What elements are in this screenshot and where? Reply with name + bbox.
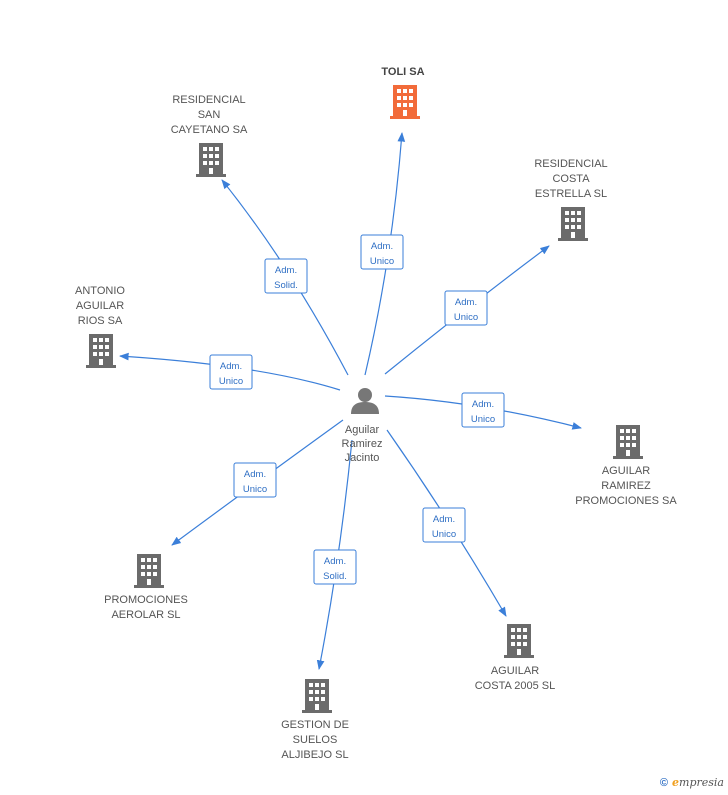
company-node-aguilar-costa-2005-sl[interactable]: AGUILAR COSTA 2005 SL [475,624,556,692]
building-icon [613,425,643,459]
company-name-line: SUELOS [293,734,338,746]
building-icon [134,554,164,588]
company-name-line: ALJIBEJO SL [281,749,348,761]
company-node-antonio-aguilar-rios-sa[interactable]: ANTONIO AGUILAR RIOS SA [75,285,125,368]
building-icon [86,334,116,368]
role-line-2: Solid. [274,280,298,291]
role-badge-residencial-costa-estrella-sl[interactable]: Adm. Unico [444,290,488,326]
role-line-1: Adm. [433,514,455,525]
role-line-2: Unico [432,529,456,540]
company-name-line: SAN [198,109,221,121]
company-node-gestion-de-suelos-aljibejo-sl[interactable]: GESTION DE SUELOS ALJIBEJO SL [281,679,349,761]
brand-name: mpresia [679,776,724,789]
company-node-toli-sa[interactable]: TOLI SA [381,66,425,119]
role-badge-frame [209,354,253,390]
company-name-line: AGUILAR [491,665,539,677]
role-badge-antonio-aguilar-rios-sa[interactable]: Adm. Unico [209,354,253,390]
role-badge-frame [444,290,488,326]
person-icon [351,388,379,414]
company-name-line: ESTRELLA SL [535,188,607,200]
role-line-1: Adm. [472,399,494,410]
role-line-2: Solid. [323,571,347,582]
building-icon [302,679,332,713]
role-badge-frame [264,258,308,294]
empresia-watermark: ©empresia [660,776,724,789]
role-line-1: Adm. [371,241,393,252]
company-name-line: CAYETANO SA [171,124,248,136]
company-name-line: GESTION DE [281,719,349,731]
center-name-line-1: Aguilar [345,424,380,436]
company-name-line: RAMIREZ [601,480,651,492]
role-line-2: Unico [454,312,478,323]
role-badge-promociones-aerolar-sl[interactable]: Adm. Unico [233,462,277,498]
company-name-line: COSTA 2005 SL [475,680,556,692]
role-badge-aguilar-costa-2005-sl[interactable]: Adm. Unico [422,507,466,543]
role-line-2: Unico [370,256,394,267]
role-line-1: Adm. [275,265,297,276]
role-badge-frame [422,507,466,543]
role-line-1: Adm. [220,361,242,372]
role-line-1: Adm. [244,469,266,480]
role-badge-frame [233,462,277,498]
role-badge-residencial-san-cayetano-sa[interactable]: Adm. Solid. [264,258,308,294]
center-person-node[interactable]: Aguilar Ramirez Jacinto [342,388,383,464]
building-icon [504,624,534,658]
role-line-2: Unico [219,376,243,387]
role-badge-frame [360,234,404,270]
role-line-2: Unico [243,484,267,495]
company-name-line: AGUILAR [602,465,650,477]
center-name-line-3: Jacinto [345,452,380,464]
building-icon [390,85,420,119]
company-node-aguilar-ramirez-promociones-sa[interactable]: AGUILAR RAMIREZ PROMOCIONES SA [575,425,677,507]
company-name-line: PROMOCIONES SA [575,495,677,507]
company-name-line: AEROLAR SL [111,609,180,621]
company-name-line: RESIDENCIAL [172,94,245,106]
company-name-line: PROMOCIONES [104,594,188,606]
building-icon [558,207,588,241]
company-name-line: ANTONIO [75,285,125,297]
company-node-residencial-san-cayetano-sa[interactable]: RESIDENCIAL SAN CAYETANO SA [171,94,248,177]
company-name-line: RESIDENCIAL [534,158,607,170]
company-name-line: AGUILAR [76,300,124,312]
company-node-residencial-costa-estrella-sl[interactable]: RESIDENCIAL COSTA ESTRELLA SL [534,158,608,241]
role-badge-gestion-de-suelos-aljibejo-sl[interactable]: Adm. Solid. [313,549,357,585]
role-badge-aguilar-ramirez-promociones-sa[interactable]: Adm. Unico [461,392,505,428]
role-badge-frame [313,549,357,585]
brand-initial: e [672,776,680,789]
role-line-1: Adm. [324,556,346,567]
company-name-line: COSTA [552,173,590,185]
company-name-line: TOLI SA [381,66,424,78]
role-badge-frame [461,392,505,428]
building-icon [196,143,226,177]
center-name-line-2: Ramirez [342,438,383,450]
role-badge-toli-sa[interactable]: Adm. Unico [360,234,404,270]
company-name-line: RIOS SA [78,315,123,327]
copyright-symbol: © [659,777,669,789]
role-line-1: Adm. [455,297,477,308]
company-node-promociones-aerolar-sl[interactable]: PROMOCIONES AEROLAR SL [104,554,188,621]
role-line-2: Unico [471,414,495,425]
